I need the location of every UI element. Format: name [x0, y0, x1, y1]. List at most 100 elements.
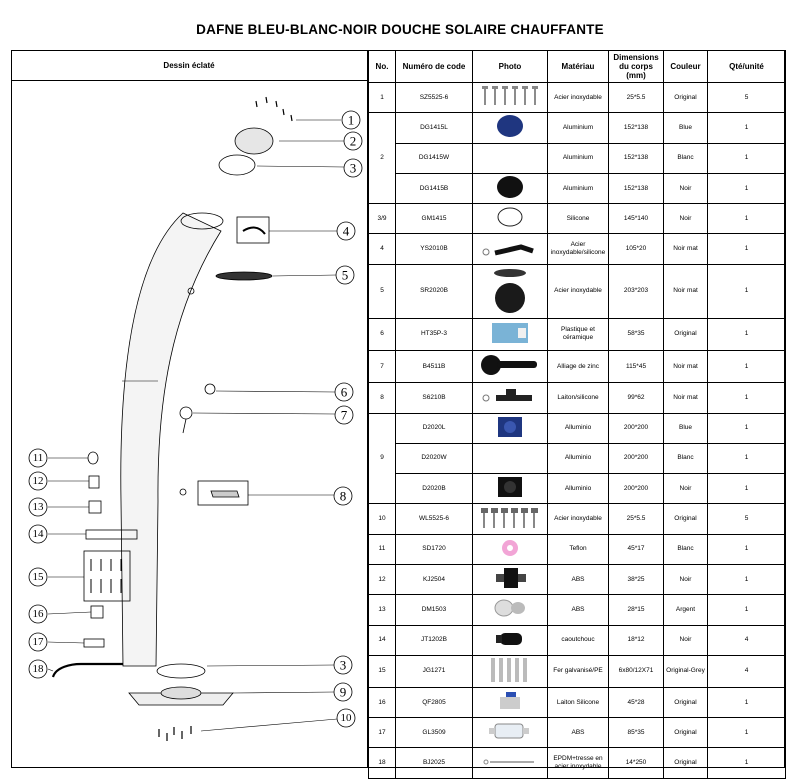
cell-code: JT1202B [395, 624, 473, 656]
cell-code: WL5525-6 [395, 503, 473, 535]
cell-material: Alluminio [547, 473, 609, 505]
cell-photo [472, 473, 548, 505]
cell-material: ABS [547, 594, 609, 626]
callout-6: 6 [334, 382, 354, 402]
cell-qty: 5 [707, 81, 786, 114]
cell-code: JG1271 [395, 654, 473, 688]
bolts-icon [479, 506, 541, 533]
header-color: Couleur [663, 50, 708, 83]
cell-material: Acier inoxydable/silicone [547, 233, 609, 265]
cell-color: Argent [663, 594, 708, 626]
column-top [180, 212, 224, 230]
cell-qty: 4 [707, 654, 786, 688]
cell-dim: 25*5.5 [608, 81, 664, 114]
cell-photo [472, 654, 548, 688]
cell-code: D2020B [395, 473, 473, 505]
item-17 [83, 638, 105, 648]
cell-qty: 1 [707, 747, 786, 779]
svg-text:3: 3 [340, 658, 347, 673]
callout-3-top: 3 [343, 158, 363, 178]
cell-color: Original-Grey [663, 654, 708, 688]
connector-icon [490, 565, 530, 594]
svg-text:11: 11 [33, 452, 44, 464]
cell-qty: 1 [707, 473, 786, 505]
cell-color: Original [663, 503, 708, 535]
cell-code: GL3509 [395, 717, 473, 749]
hose-icon [482, 755, 538, 772]
shower-head [215, 271, 273, 281]
cell-photo [472, 81, 548, 114]
cell-code: GM1415 [395, 203, 473, 235]
cell-material: Aluminium [547, 172, 609, 205]
cell-color: Noir mat [663, 349, 708, 384]
cell-photo [472, 624, 548, 656]
cell-no: 2 [368, 112, 396, 205]
cell-code: DG1415L [395, 112, 473, 144]
cell-qty: 1 [707, 594, 786, 626]
cell-dim: 99*62 [608, 382, 664, 414]
base-plate-black-icon [495, 475, 525, 502]
cap-icon [490, 596, 530, 623]
item-18-hose [51, 662, 123, 678]
cell-dim: 200*200 [608, 473, 664, 505]
svg-text:10: 10 [341, 712, 353, 724]
svg-text:2: 2 [350, 134, 357, 149]
shower-arm-box [236, 216, 270, 244]
header-photo: Photo [472, 50, 548, 83]
cell-qty: 1 [707, 563, 786, 596]
document-title: DAFNE BLEU-BLANC-NOIR DOUCHE SOLAIRE CHA… [196, 22, 604, 37]
callout-16: 16 [28, 604, 48, 624]
cell-photo [472, 172, 548, 205]
item-12 [88, 475, 100, 489]
cell-code: B4511B [395, 349, 473, 384]
header-code: Numéro de code [395, 50, 473, 83]
cell-qty: 1 [707, 317, 786, 352]
cell-no: 8 [368, 382, 396, 414]
plug-icon [490, 627, 530, 654]
base-gasket [156, 663, 206, 679]
cartridge-icon [488, 320, 532, 349]
cell-dim: 152*138 [608, 172, 664, 205]
exploded-drawing-svg: 1 2 3 4 5 6 7 8 3 9 10 11 12 13 14 15 16… [28, 96, 363, 741]
cell-code: DM1503 [395, 594, 473, 626]
cell-qty: 1 [707, 142, 786, 174]
cell-photo [472, 317, 548, 352]
header-material: Matériau [547, 50, 609, 83]
cell-code: S6210B [395, 382, 473, 414]
cell-material: Silicone [547, 203, 609, 235]
cell-code: QF2805 [395, 686, 473, 719]
cell-color: Original [663, 747, 708, 779]
cell-dim: 152*138 [608, 142, 664, 174]
cell-qty: 1 [707, 686, 786, 719]
svg-text:9: 9 [340, 685, 347, 700]
cell-no: 11 [368, 533, 396, 566]
cell-material: Acier inoxydable [547, 81, 609, 114]
tap-box [197, 480, 249, 506]
callout-5: 5 [335, 265, 355, 285]
cell-photo [472, 686, 548, 719]
callout-14: 14 [28, 524, 48, 544]
oval-cover-blue-icon [495, 114, 525, 141]
callout-17: 17 [28, 632, 48, 652]
column-hole-2 [179, 488, 187, 496]
valve-icon [492, 689, 528, 716]
cell-qty: 1 [707, 233, 786, 265]
cell-color: Noir [663, 203, 708, 235]
gasket-icon [495, 206, 525, 231]
cell-dim: 18*12 [608, 624, 664, 656]
cell-photo [472, 412, 548, 444]
header-dimensions: Dimensions du corps (mm) [608, 50, 664, 83]
shower-head-icon [488, 265, 532, 318]
cell-dim: 45*17 [608, 533, 664, 566]
shower-arm-icon [481, 237, 539, 262]
callout-7: 7 [334, 405, 354, 425]
